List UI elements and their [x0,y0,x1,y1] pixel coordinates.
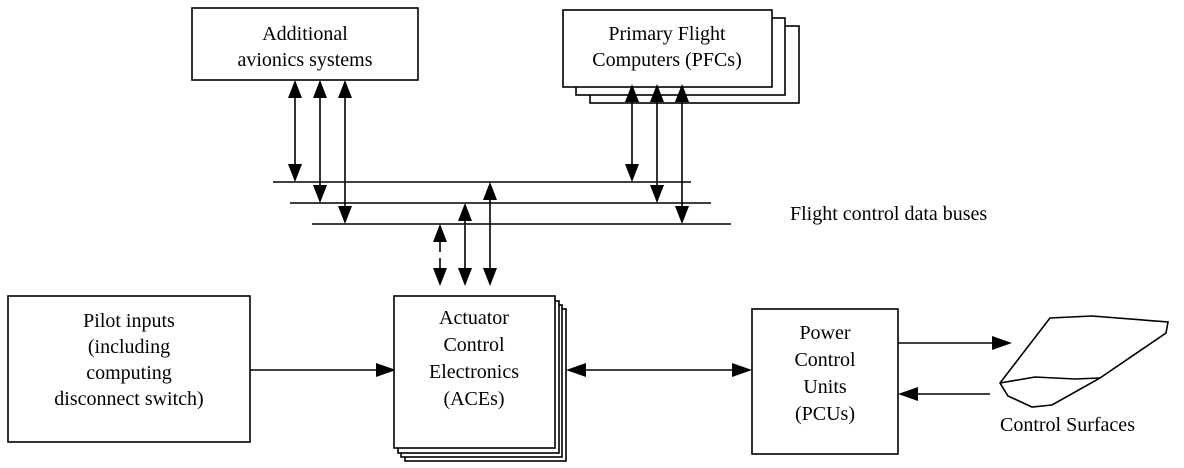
pfc-line-1: Primary Flight [608,23,726,45]
ace-line-4: (ACEs) [443,388,504,410]
ace-node: Actuator Control Electronics (ACEs) [393,295,567,462]
pfc-node: Primary Flight Computers (PFCs) [562,9,800,104]
pfc-line-2: Computers (PFCs) [592,49,741,71]
ace-line-2: Control [443,334,505,356]
pfc-bus-connectors [625,84,689,224]
pilot-line-2: (including [88,336,170,358]
data-buses-label: Flight control data buses [790,203,987,225]
avionics-bus-connectors [288,80,352,224]
pcu-line-1: Power [799,322,850,344]
ace-pcu-arrow [566,363,752,377]
pilot-line-3: computing [86,362,172,384]
control-surfaces-label: Control Surfaces [1000,414,1135,436]
avionics-line-2: avionics systems [238,49,373,71]
pcu-line-4: (PCUs) [795,403,855,425]
pilot-line-4: disconnect switch) [54,388,203,410]
pilot-to-ace-arrow [250,363,396,377]
pcu-node: Power Control Units (PCUs) [751,308,899,455]
pilot-line-1: Pilot inputs [83,310,175,332]
data-buses [273,181,731,225]
avionics-line-1: Additional [262,23,348,45]
ace-line-1: Actuator [439,307,509,329]
pcu-line-3: Units [803,376,847,398]
pcu-line-2: Control [794,349,856,371]
pilot-inputs-node: Pilot inputs (including computing discon… [7,295,251,443]
control-surface-shape [999,315,1169,408]
ace-line-3: Electronics [429,361,519,383]
ace-bus-connectors [433,182,497,286]
pcu-surface-arrows [898,336,1012,401]
avionics-systems-node: Additional avionics systems [191,7,419,81]
